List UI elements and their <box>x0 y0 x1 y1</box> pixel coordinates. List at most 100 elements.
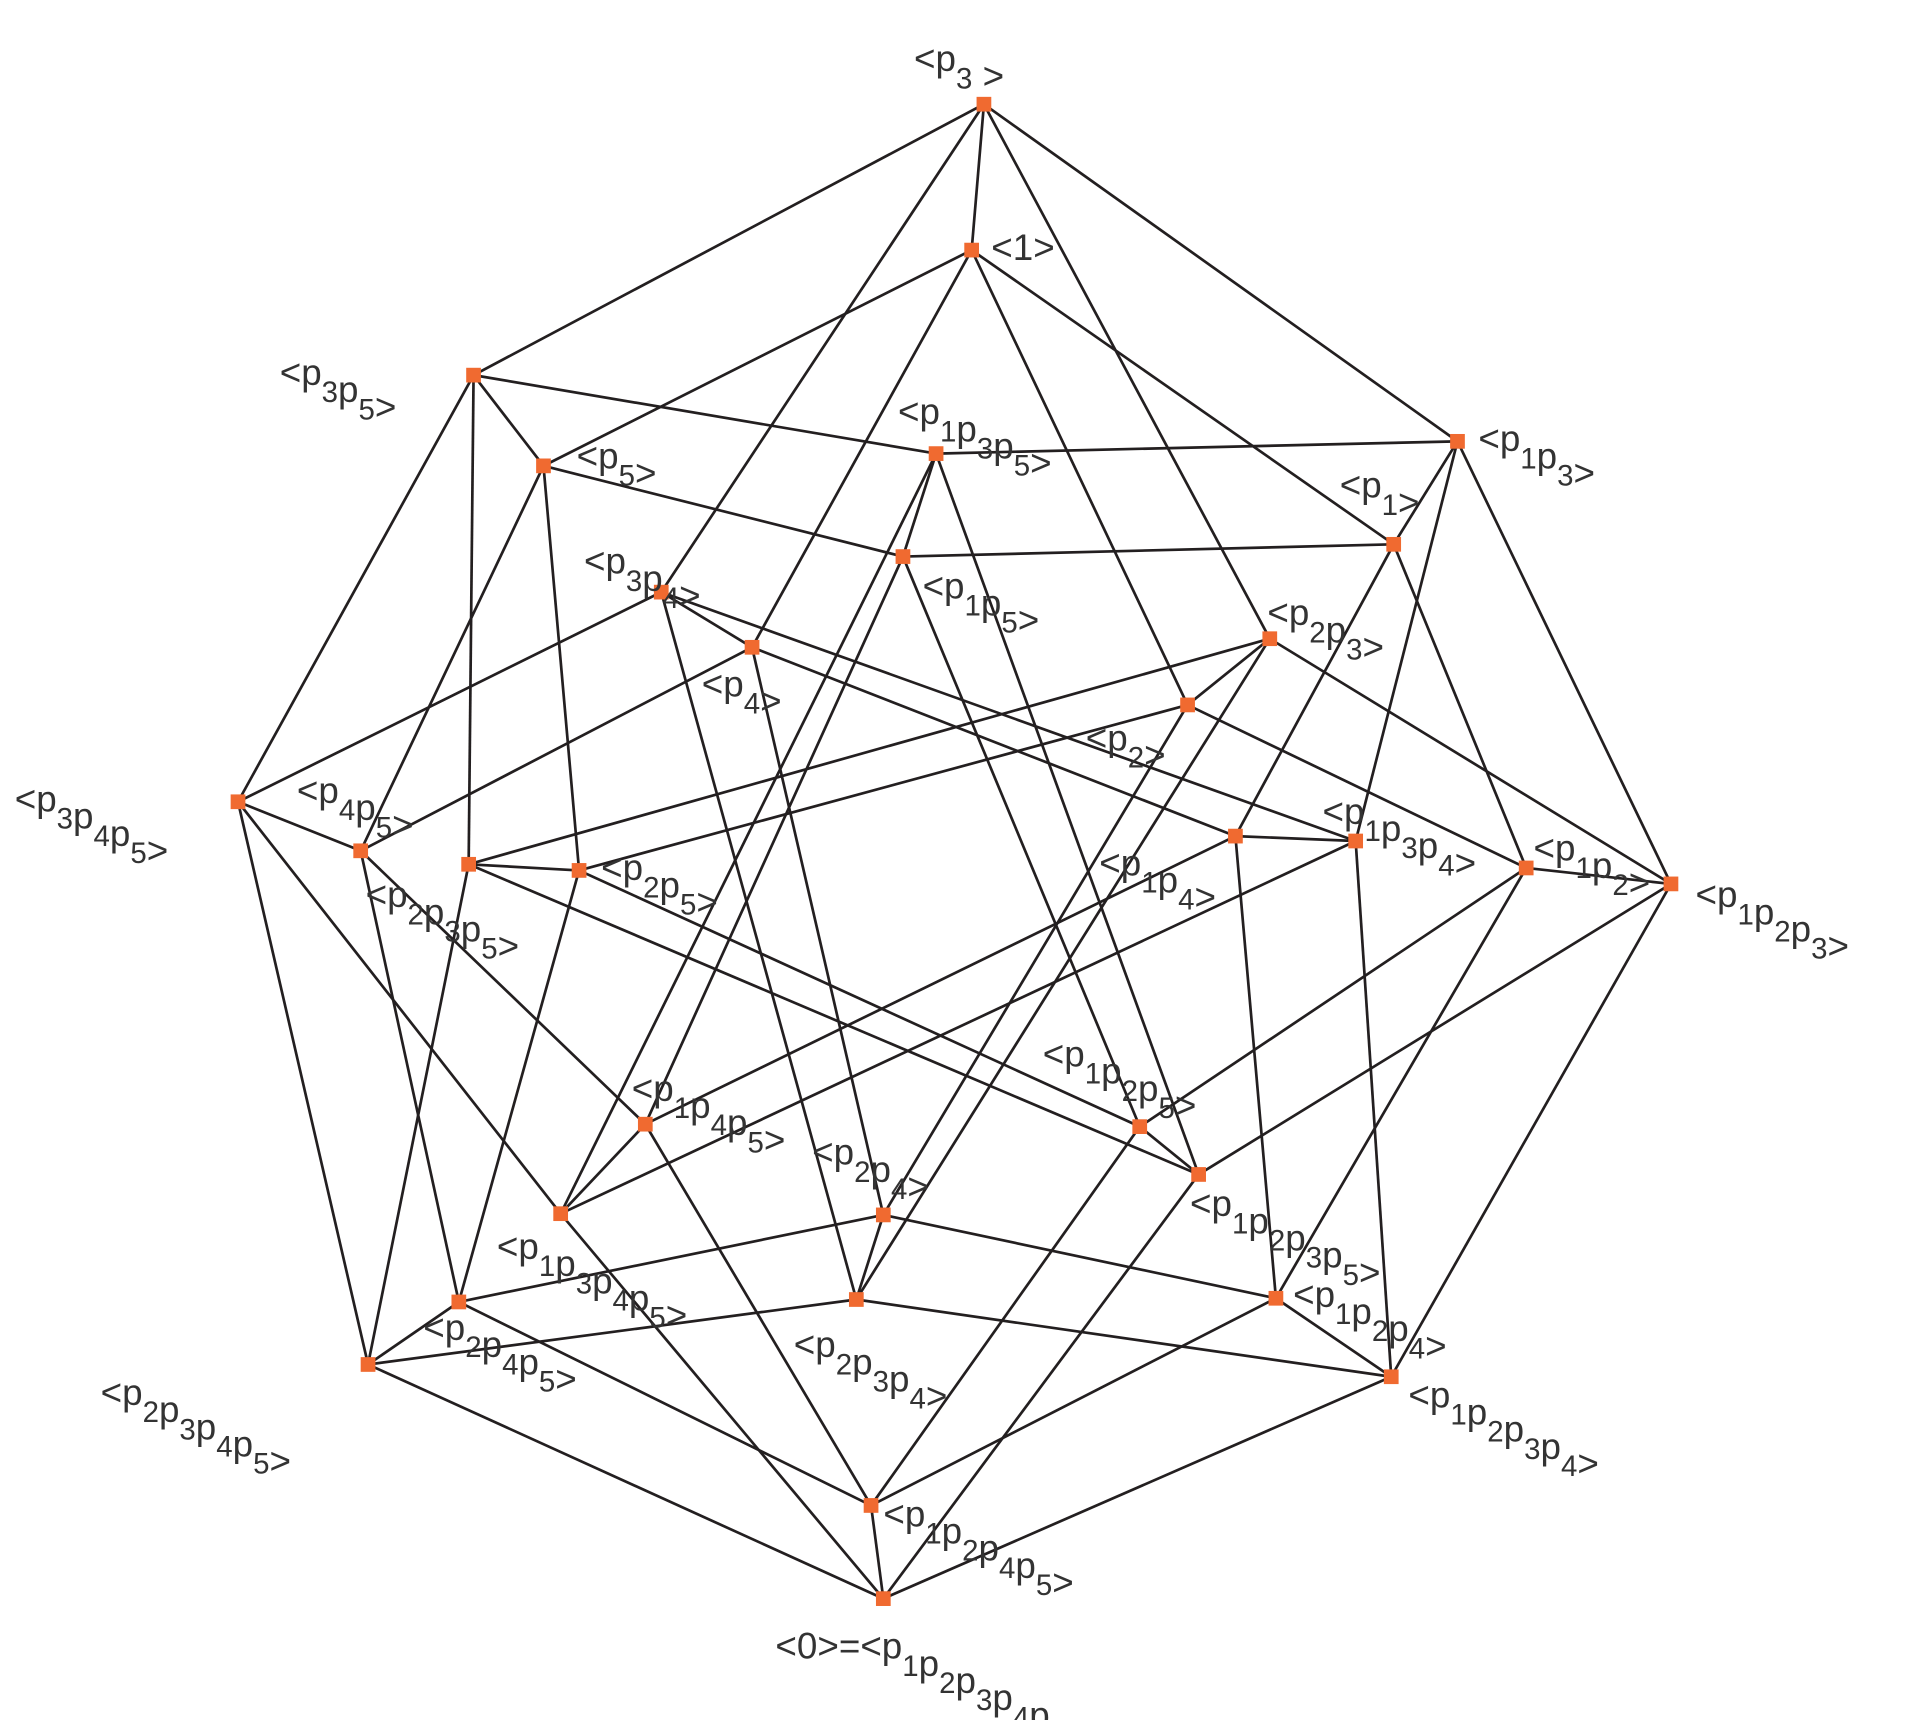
lattice-edge <box>856 1298 1392 1379</box>
lattice-edge <box>236 801 370 1365</box>
lattice-edge <box>360 646 753 853</box>
node-label-p2p4p5: <p2p4p5> <box>423 1307 577 1399</box>
lattice-node-p1p5 <box>895 549 911 564</box>
node-label-p1p3p4: <p1p3p4> <box>1323 791 1477 883</box>
lattice-edge <box>542 465 581 871</box>
lattice-edge <box>1390 883 1673 1378</box>
node-label-p1p2p3p4: <p1p2p3p4> <box>1408 1374 1598 1484</box>
lattice-edge <box>236 800 562 1215</box>
node-label-p3p4: <p3p4> <box>584 541 701 616</box>
lattice-edge <box>936 439 1458 455</box>
node-label-p1p5: <p1p5> <box>923 565 1040 640</box>
lattice-edge <box>901 453 938 557</box>
lattice-edges <box>236 103 1673 1600</box>
lattice-node-p1p3p5 <box>928 446 944 461</box>
lattice-edge <box>855 1214 885 1300</box>
node-label-p1p2p3p5: <p1p2p3p5> <box>1190 1183 1380 1293</box>
node-label-one: <1> <box>991 227 1054 268</box>
lattice-edge <box>660 590 1357 843</box>
lattice-nodes <box>230 96 1679 1606</box>
lattice-node-p3p5 <box>466 367 481 383</box>
node-label-p2p3p4p5: <p2p3p4p5> <box>101 1372 291 1482</box>
lattice-edge <box>1392 543 1528 869</box>
lattice-node-p2p3p4 <box>848 1292 864 1307</box>
lattice-edge <box>660 590 753 649</box>
lattice-edge <box>359 850 461 1303</box>
lattice-node-p1p3p4p5 <box>553 1206 569 1222</box>
lattice-edge <box>934 453 1200 1175</box>
lattice-node-p1p2p3p5 <box>1191 1167 1206 1182</box>
lattice-node-p3p4p5 <box>230 794 246 810</box>
node-label-p1: <p1> <box>1340 465 1420 523</box>
lattice-edge <box>458 1213 884 1304</box>
node-label-p1p2p3: <p1p2p3> <box>1695 874 1849 966</box>
node-label-p3p4p5: <p3p4p5> <box>15 779 169 871</box>
node-label-p5: <p5> <box>577 435 657 493</box>
lattice-edge <box>559 453 938 1215</box>
lattice-edge <box>970 104 986 251</box>
lattice-edge <box>468 637 1271 866</box>
lattice-edge <box>882 1375 1392 1600</box>
lattice-edge <box>1274 867 1528 1299</box>
lattice-edge <box>751 646 1236 838</box>
node-label-p2: <p2> <box>1086 717 1166 775</box>
node-label-p1p3: <p1p3> <box>1478 418 1595 493</box>
lattice-node-p2p4 <box>875 1207 891 1223</box>
lattice-edge <box>1354 441 1459 842</box>
lattice-edge <box>359 849 647 1126</box>
node-label-p1p3p5: <p1p3p5> <box>898 391 1052 483</box>
node-label-p2p4: <p2p4> <box>812 1132 929 1207</box>
lattice-edge <box>472 374 545 467</box>
lattice-edge <box>882 1173 1200 1600</box>
lattice-node-p3p4 <box>653 584 669 600</box>
lattice-edge <box>473 373 937 455</box>
lattice-node-one <box>964 242 980 258</box>
lattice-node-p1p2p4p5 <box>863 1498 879 1513</box>
lattice-node-p4p5 <box>353 843 369 859</box>
lattice-node-p3 <box>976 96 992 112</box>
lattice-edge <box>970 249 1189 706</box>
node-label-p4: <p4> <box>702 663 782 721</box>
node-label-p1p4: <p1p4> <box>1099 842 1216 917</box>
lattice-edge <box>659 591 858 1300</box>
lattice-edge <box>970 248 1395 546</box>
lattice-edge <box>1197 882 1672 1176</box>
lattice-edge <box>750 646 885 1216</box>
lattice-edge <box>578 703 1188 872</box>
node-label-p3: <p3 > <box>914 38 1004 96</box>
lattice-edge <box>855 638 1271 1301</box>
lattice-edge <box>542 248 973 468</box>
lattice-node-p2p3p4p5 <box>360 1357 376 1372</box>
lattice-node-p2p3p5 <box>461 856 477 872</box>
lattice-node-p1p4p5 <box>637 1116 653 1132</box>
lattice-edge <box>983 103 1459 443</box>
lattice-edge <box>1138 866 1527 1128</box>
lattice-edge <box>1269 637 1672 886</box>
node-label-p2p3p4: <p2p3p4> <box>794 1324 948 1416</box>
lattice-node-p2p5 <box>571 863 587 878</box>
lattice-edge <box>1186 637 1271 706</box>
lattice-edge <box>560 839 1357 1215</box>
lattice-labels: <p3 ><1><p3p5><p5><p1p3p5><p1p3><p1><p1p… <box>15 38 1849 1720</box>
lattice-node-p1p3 <box>1450 433 1465 449</box>
node-label-p2p5: <p2p5> <box>601 847 718 922</box>
lattice-edge <box>237 800 362 853</box>
lattice-edge <box>367 1300 460 1366</box>
lattice-edge <box>1354 840 1393 1377</box>
node-label-p1p3p4p5: <p1p3p4p5> <box>497 1226 687 1336</box>
lattice-node-zero <box>875 1591 891 1606</box>
lattice-edge <box>1392 440 1459 546</box>
lattice-edge <box>1138 1125 1200 1176</box>
node-label-p1p2: <p1p2> <box>1534 828 1651 903</box>
lattice-edge <box>644 556 905 1125</box>
lattice-edge <box>1234 835 1278 1299</box>
lattice-node-p1p2p3 <box>1663 876 1679 892</box>
node-label-p4p5: <p4p5> <box>297 770 414 845</box>
lattice-edge <box>750 249 973 648</box>
lattice-edge <box>458 1300 872 1507</box>
lattice-node-p2 <box>1180 697 1195 713</box>
lattice-node-p2p4p5 <box>451 1294 467 1310</box>
lattice-node-p1p2p5 <box>1132 1119 1148 1134</box>
lattice-edge <box>901 556 1141 1128</box>
lattice-edge <box>543 464 904 558</box>
